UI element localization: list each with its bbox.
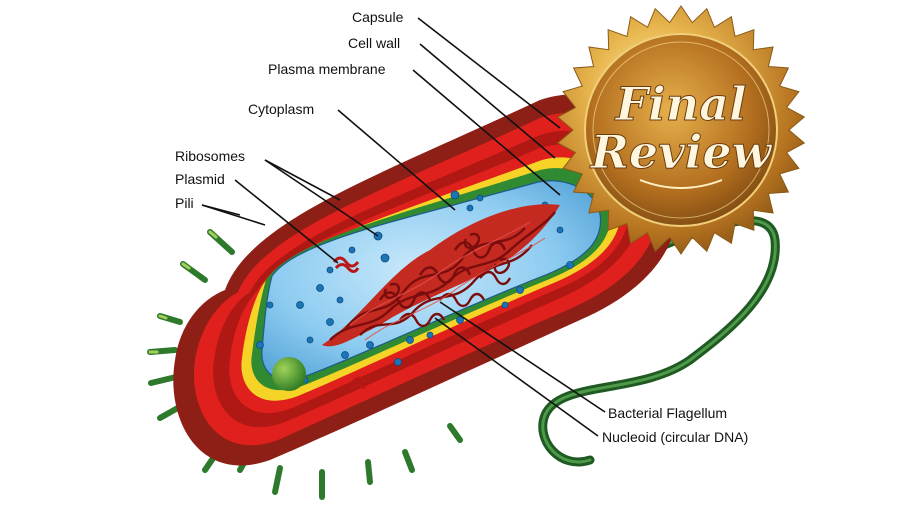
label-bacterial-flagellum: Bacterial Flagellum [608, 405, 727, 421]
label-plasmid: Plasmid [175, 171, 225, 187]
label-cell-wall: Cell wall [348, 35, 400, 51]
nucleoid-dna [322, 204, 560, 347]
pili-tips [148, 230, 218, 354]
seal-inner-disc [584, 33, 778, 227]
leader-lines [201, 17, 606, 437]
ribosome-dots [256, 190, 574, 384]
label-pili: Pili [175, 195, 194, 211]
seal-swash [639, 179, 723, 189]
label-nucleoid: Nucleoid (circular DNA) [602, 429, 748, 445]
plasmid-sphere [272, 357, 306, 391]
label-capsule: Capsule [352, 9, 404, 25]
seal-inner-ring [592, 41, 770, 219]
seal-text-final: Final [614, 77, 747, 131]
label-cytoplasm: Cytoplasm [248, 101, 314, 117]
final-review-seal: Final Review [556, 5, 806, 255]
seal-text-review: Review [589, 125, 773, 179]
label-ribosomes: Ribosomes [175, 148, 245, 164]
label-plasma-membrane: Plasma membrane [268, 61, 386, 77]
plasmid-coils [332, 256, 367, 390]
